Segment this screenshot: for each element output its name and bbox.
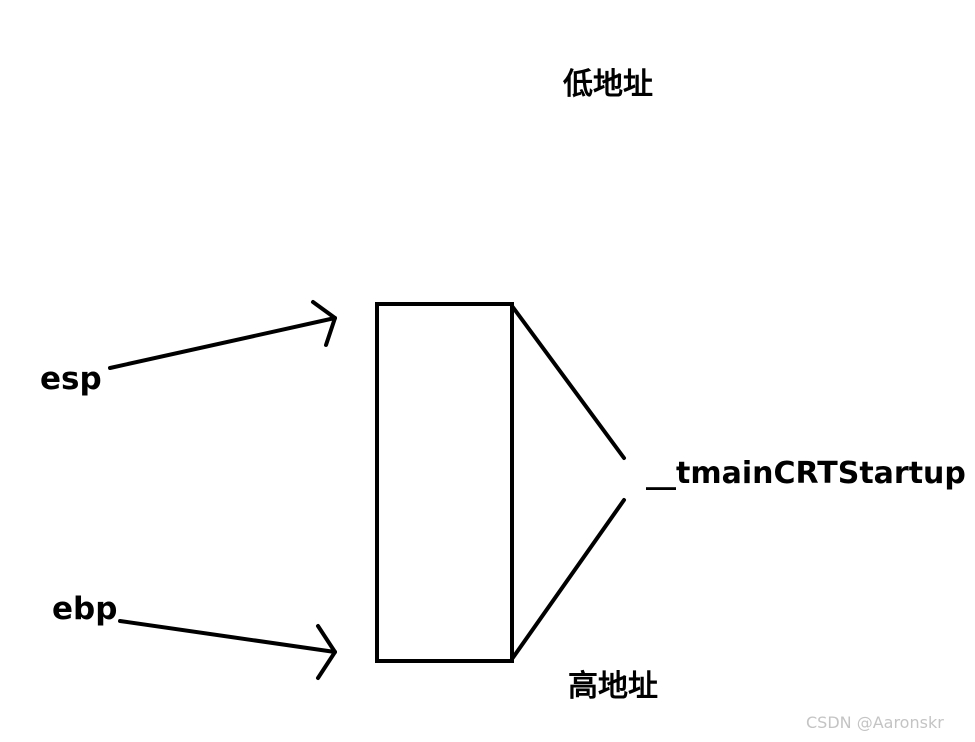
ebp-arrow	[118, 619, 337, 680]
brace-line-bottom	[510, 498, 626, 661]
brace-line-top	[510, 304, 626, 460]
function-name-label: __tmainCRTStartup	[646, 456, 966, 491]
low-address-label: 低地址	[563, 67, 653, 102]
esp-arrow	[108, 300, 337, 370]
watermark: CSDN @Aaronskr	[806, 713, 944, 732]
esp-label: esp	[40, 361, 102, 397]
ebp-label: ebp	[52, 591, 118, 627]
high-address-label: 高地址	[568, 669, 658, 704]
stack-frame-box	[375, 302, 514, 663]
